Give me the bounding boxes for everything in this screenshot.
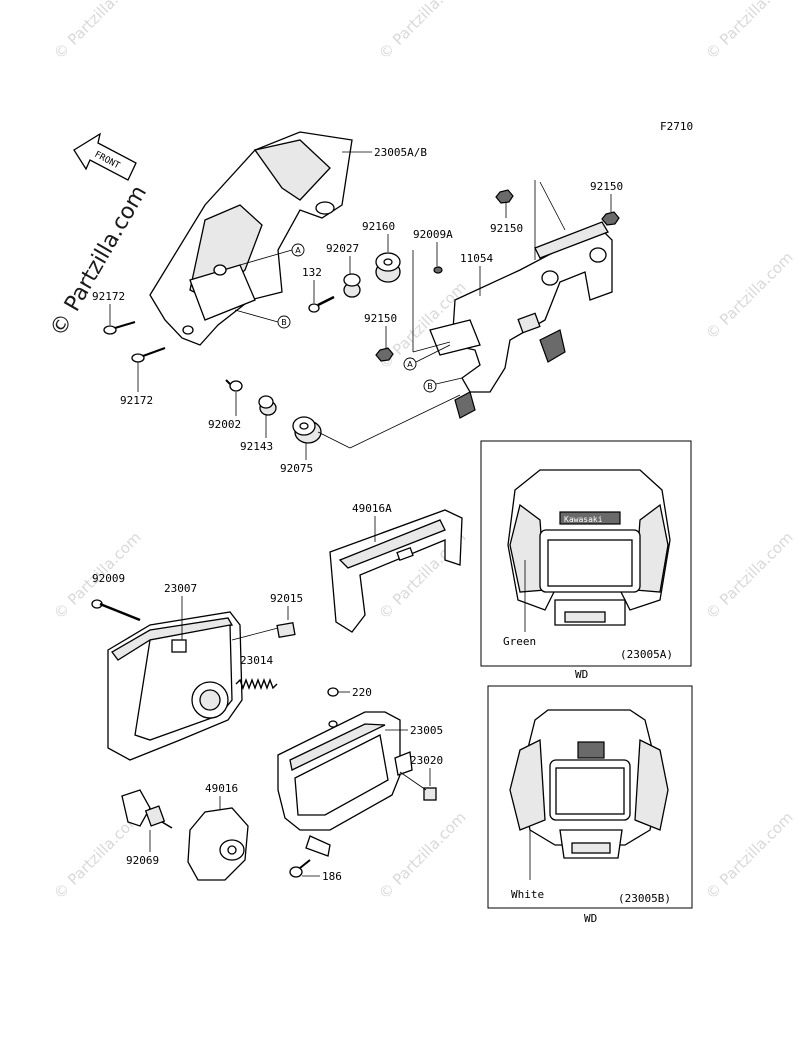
- label-92009: 92009: [92, 572, 125, 585]
- grommet-icon: [375, 252, 401, 283]
- label-49016a: 49016A: [352, 502, 392, 515]
- bracket-icon: [429, 221, 613, 419]
- screw-icon: [433, 266, 443, 274]
- svg-text:A: A: [407, 360, 413, 369]
- nut-icon: [375, 347, 394, 362]
- inset-white-color-label: White: [511, 888, 544, 901]
- inset-green-part-code: (23005A): [620, 648, 673, 661]
- label-92172-a: 92172: [92, 290, 125, 303]
- collar-icon: [343, 273, 361, 298]
- clip-icon: [276, 621, 296, 639]
- label-186: 186: [322, 870, 342, 883]
- watermark-11: © Partzilla.com: [702, 808, 797, 903]
- label-92143: 92143: [240, 440, 273, 453]
- label-11054: 11054: [460, 252, 493, 265]
- bolt-icon: [308, 295, 335, 313]
- grommet-icon: [423, 787, 437, 801]
- nut-icon: [495, 189, 514, 204]
- label-92150-mid: 92150: [490, 222, 523, 235]
- headlight-cover-icon: [329, 509, 463, 633]
- inset-white-variant: [487, 685, 693, 909]
- nut-icon: [601, 211, 620, 226]
- label-92150-top: 92150: [590, 180, 623, 193]
- svg-text:A: A: [295, 246, 301, 255]
- watermark-3: © Partzilla.com: [702, 0, 797, 63]
- label-49016: 49016: [205, 782, 238, 795]
- headlight-housing-icon: [277, 711, 413, 857]
- watermark-5: © Partzilla.com: [702, 248, 797, 343]
- inset-green-color-label: Green: [503, 635, 536, 648]
- svg-text:B: B: [281, 318, 287, 327]
- label-132: 132: [302, 266, 322, 279]
- label-92160: 92160: [362, 220, 395, 233]
- dust-cover-icon: [187, 807, 249, 881]
- watermark-layer: © Partzilla.com © Partzilla.com © Partzi…: [46, 0, 797, 903]
- grommet-icon: [292, 416, 322, 444]
- inset-white-model: WD: [584, 912, 597, 925]
- label-220: 220: [352, 686, 372, 699]
- watermark-main: © Partzilla.com: [46, 181, 153, 341]
- inset-green-variant: Kawasaki: [480, 440, 692, 667]
- label-23014: 23014: [240, 654, 273, 667]
- bolt-icon: [225, 379, 243, 392]
- screw-icon: [327, 687, 339, 697]
- watermark-2: © Partzilla.com: [375, 0, 470, 63]
- screw-icon: [103, 321, 166, 363]
- screw-icon: [91, 599, 141, 622]
- label-23005ab: 23005A/B: [374, 146, 427, 159]
- label-92075: 92075: [280, 462, 313, 475]
- label-92069: 92069: [126, 854, 159, 867]
- label-92015: 92015: [270, 592, 303, 605]
- watermark-1: © Partzilla.com: [50, 0, 145, 63]
- label-92172-b: 92172: [120, 394, 153, 407]
- watermark-8: © Partzilla.com: [702, 528, 797, 623]
- label-92150-low: 92150: [364, 312, 397, 325]
- svg-text:B: B: [427, 382, 433, 391]
- svg-text:Kawasaki: Kawasaki: [564, 515, 603, 524]
- label-23005: 23005: [410, 724, 443, 737]
- bolt-icon: [289, 859, 311, 878]
- label-92027: 92027: [326, 242, 359, 255]
- front-arrow-icon: FRONT: [73, 132, 137, 181]
- collar-icon: [258, 395, 277, 416]
- label-92002: 92002: [208, 418, 241, 431]
- label-92009a: 92009A: [413, 228, 453, 241]
- bulb-icon: [121, 789, 173, 829]
- spring-icon: [235, 678, 278, 690]
- inset-white-part-code: (23005B): [618, 892, 671, 905]
- inset-green-model: WD: [575, 668, 588, 681]
- headlight-cowl-icon: [149, 131, 353, 346]
- label-23007: 23007: [164, 582, 197, 595]
- watermark-10: © Partzilla.com: [375, 808, 470, 903]
- figure-code: F2710: [660, 120, 693, 133]
- label-23020: 23020: [410, 754, 443, 767]
- headlight-unit-icon: [107, 611, 243, 761]
